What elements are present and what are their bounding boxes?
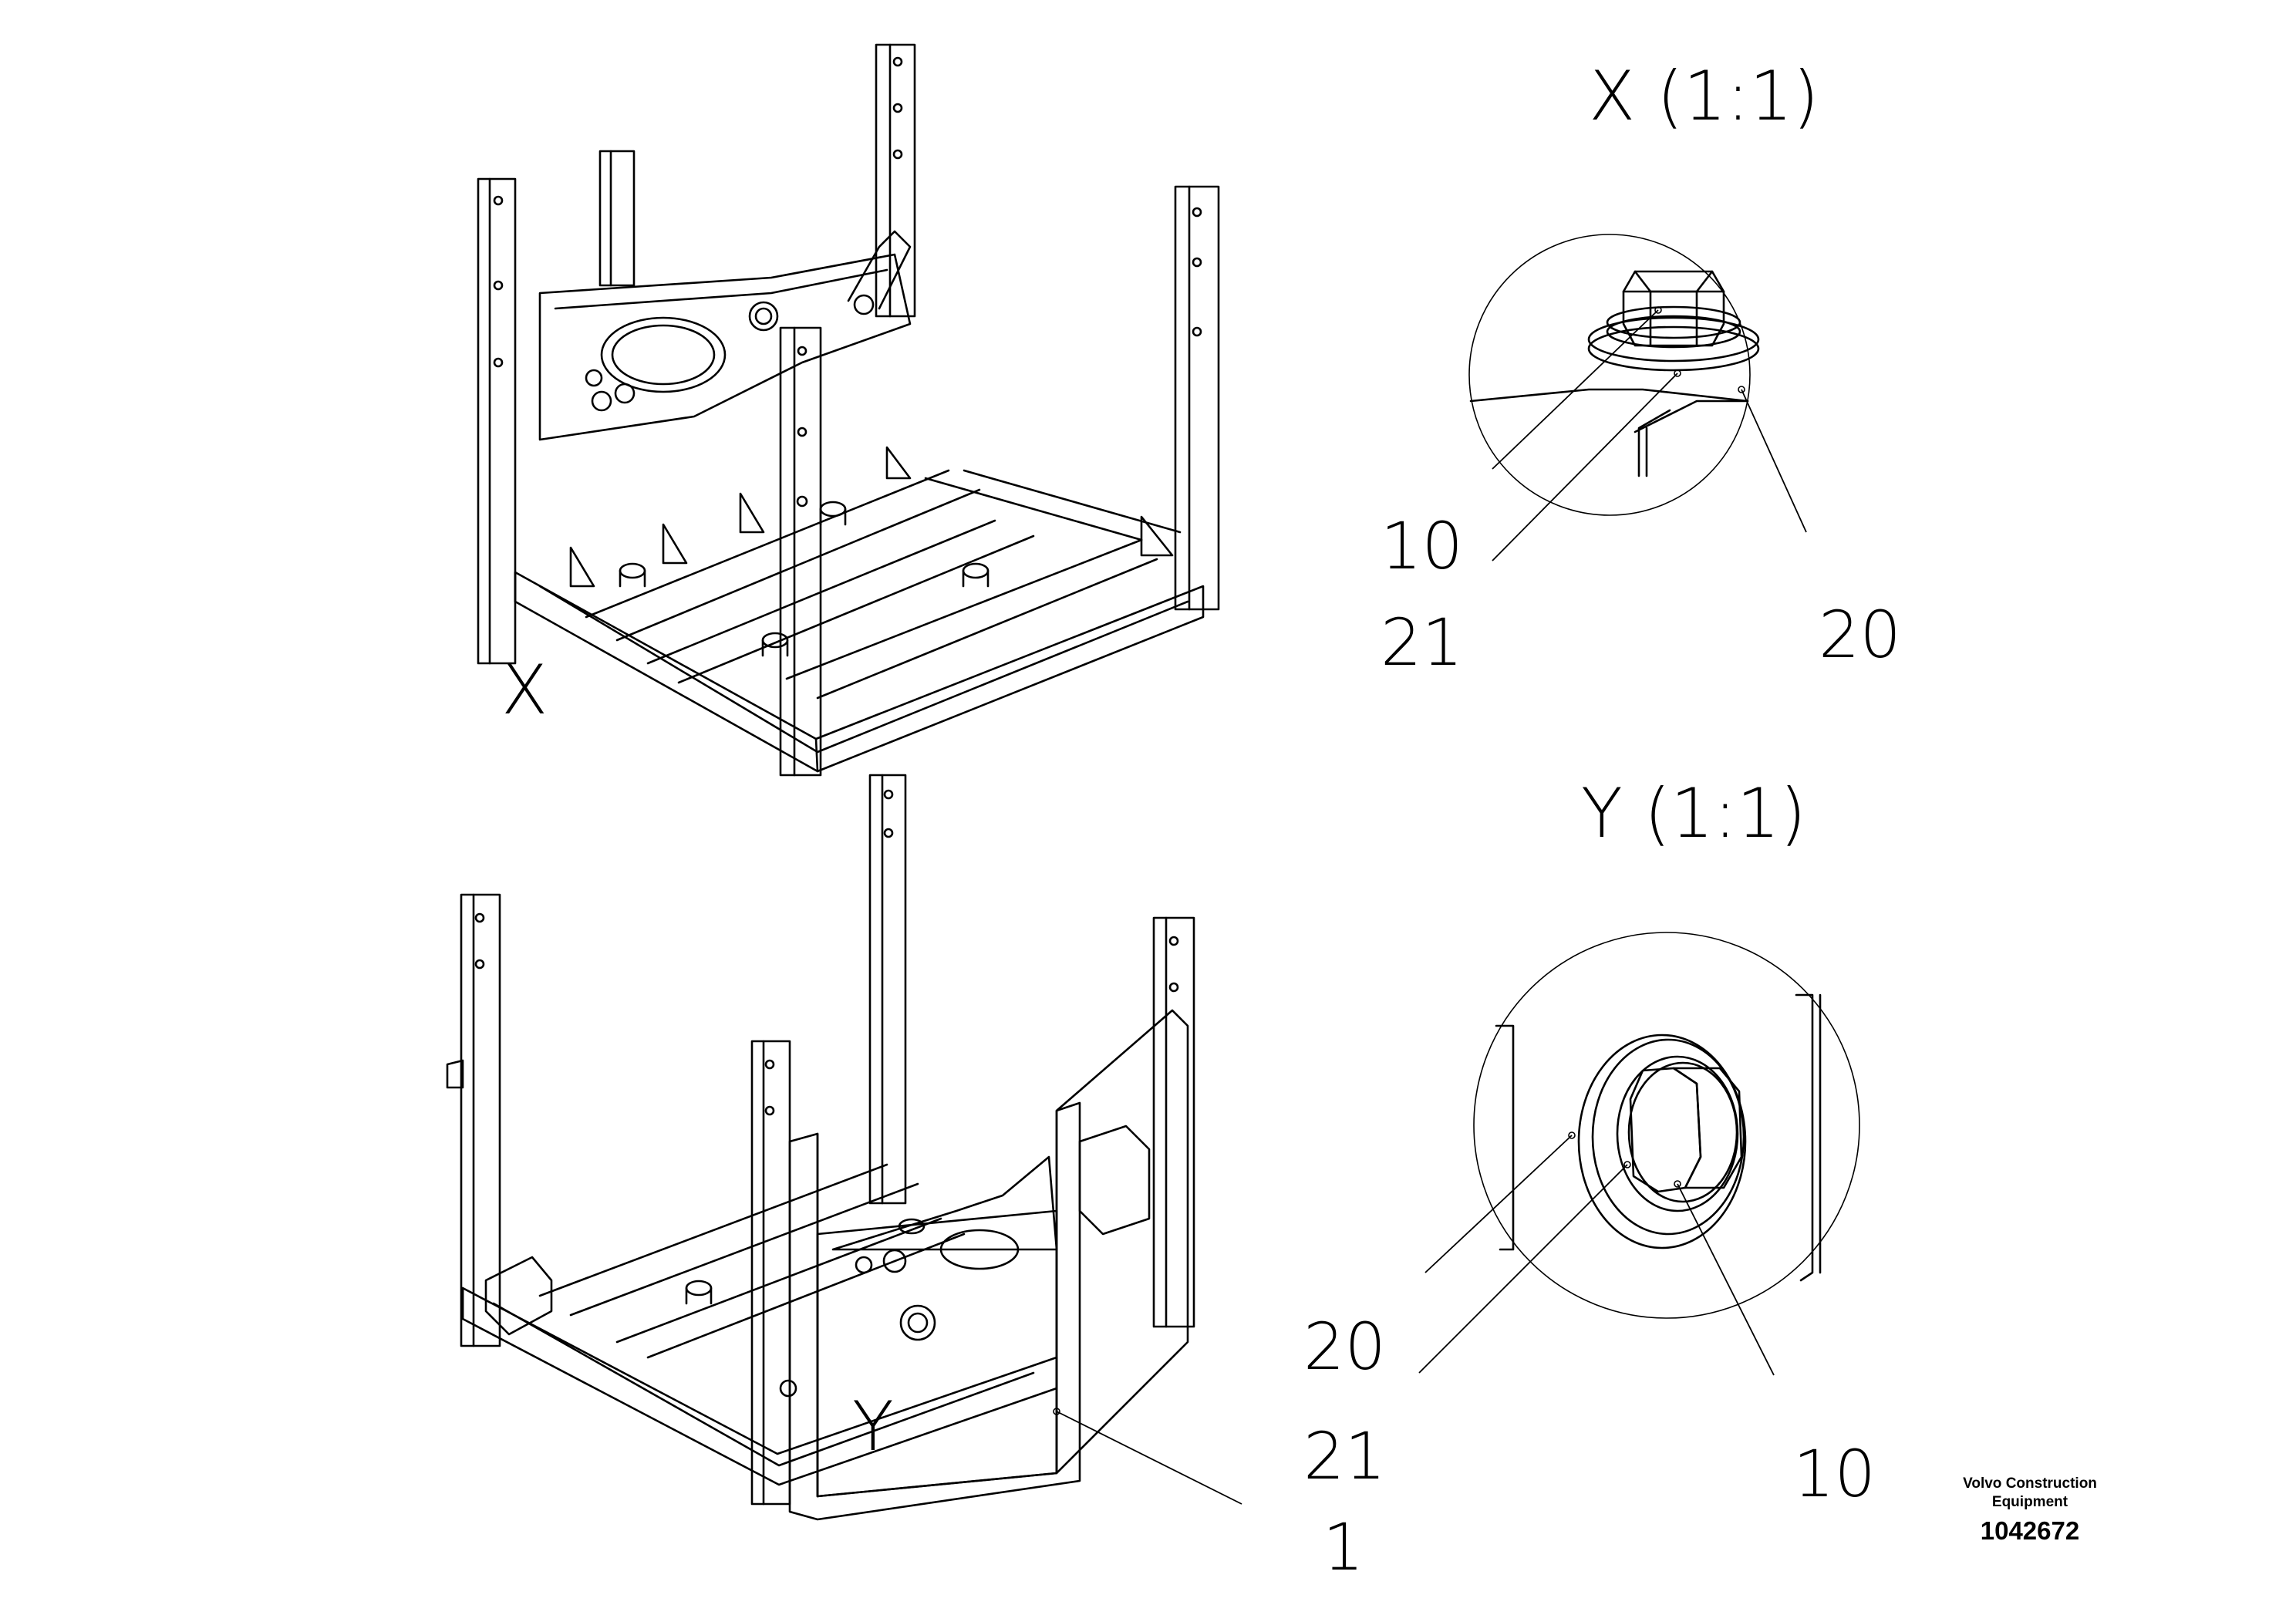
callout-x-21: 21 xyxy=(1381,605,1463,680)
detail-x-circle xyxy=(1468,234,1751,516)
leader-y-21 xyxy=(1418,1164,1628,1374)
leader-x-10 xyxy=(1492,309,1659,470)
callout-x-20: 20 xyxy=(1819,597,1901,673)
frame-assembly-top xyxy=(477,43,1220,777)
brand-label: Volvo Construction Equipment xyxy=(1899,1475,2161,1512)
detail-y-circle xyxy=(1473,932,1860,1319)
view-x-title: X (1:1) xyxy=(1589,56,1819,136)
callout-x-10: 10 xyxy=(1381,508,1463,584)
brand-line-2: Equipment xyxy=(1991,1494,2068,1510)
view-x-marker: X xyxy=(501,650,548,730)
leader-frame-1 xyxy=(1056,1411,1242,1505)
detail-y xyxy=(1418,932,1860,1376)
brand-line-1: Volvo Construction xyxy=(1963,1475,2097,1492)
leader-y-10 xyxy=(1677,1183,1775,1376)
view-y-title: Y (1:1) xyxy=(1581,774,1806,853)
callout-y-21: 21 xyxy=(1303,1418,1386,1494)
callout-y-20: 20 xyxy=(1303,1309,1386,1384)
leader-y-20 xyxy=(1424,1135,1573,1273)
detail-x xyxy=(1468,234,1807,561)
leader-x-21 xyxy=(1492,373,1678,561)
leader-x-20 xyxy=(1741,389,1807,533)
frame-assembly-bottom xyxy=(446,774,1195,1521)
callout-y-10: 10 xyxy=(1793,1436,1876,1512)
view-y-marker: Y xyxy=(852,1387,894,1466)
callout-frame-1: 1 xyxy=(1323,1509,1364,1585)
part-number: 1042672 xyxy=(1980,1516,2080,1545)
